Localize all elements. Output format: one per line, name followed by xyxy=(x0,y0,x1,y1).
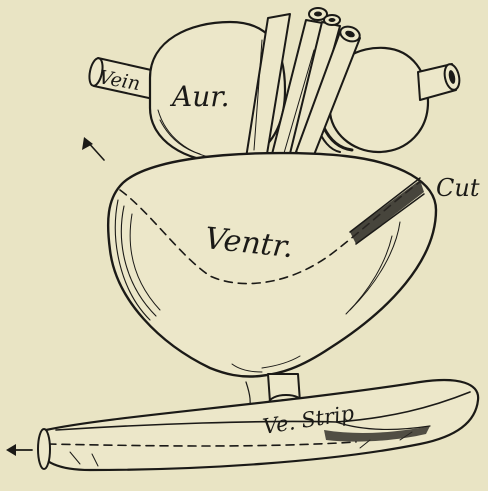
label-aur: Aur. xyxy=(169,80,229,113)
ventricle xyxy=(108,153,436,376)
arrow-ventricle xyxy=(82,137,104,160)
right-tube xyxy=(418,63,462,100)
arrow-strip xyxy=(6,444,32,456)
ventricle-strip xyxy=(38,380,478,470)
label-cut: Cut xyxy=(436,174,480,202)
